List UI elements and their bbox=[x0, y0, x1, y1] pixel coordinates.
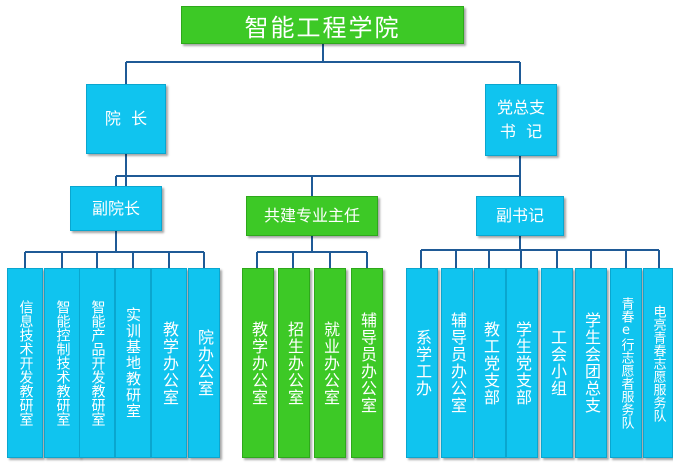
vice-dean-label: 副院长 bbox=[91, 198, 140, 218]
unit-union-group: 工会小组 bbox=[541, 268, 573, 458]
party-secretary-label-line2: 书 记 bbox=[499, 122, 543, 141]
unit-label: 招生办公室 bbox=[285, 320, 304, 406]
unit-info-tech-research: 信息技术开发教研室 bbox=[7, 268, 43, 458]
vice-dean-box: 副院长 bbox=[70, 186, 162, 231]
unit-admissions-office: 招生办公室 bbox=[278, 268, 310, 458]
unit-label: 辅导员办公室 bbox=[448, 312, 467, 414]
unit-label: 教学办公室 bbox=[160, 320, 179, 406]
college-title: 智能工程学院 bbox=[181, 6, 464, 44]
unit-label: 辅导员办公室 bbox=[358, 312, 377, 414]
co-director-box: 共建专业主任 bbox=[246, 196, 378, 236]
college-title-text: 智能工程学院 bbox=[244, 13, 401, 42]
unit-teaching-office: 教学办公室 bbox=[151, 268, 187, 458]
unit-label: 实训基地教研室 bbox=[124, 307, 142, 419]
unit-student-affairs-office: 系学工办 bbox=[406, 268, 438, 458]
unit-employment-office: 就业办公室 bbox=[314, 268, 346, 458]
unit-label: 院办公室 bbox=[195, 329, 214, 397]
unit-teaching-office-joint: 教学办公室 bbox=[242, 268, 274, 458]
party-secretary-label-line1: 党总支 bbox=[496, 98, 545, 117]
unit-label: 学生党支部 bbox=[513, 320, 532, 406]
unit-label: 工会小组 bbox=[548, 329, 567, 397]
unit-college-office: 院办公室 bbox=[188, 268, 220, 458]
unit-training-base-research: 实训基地教研室 bbox=[115, 268, 151, 458]
unit-student-union-league: 学生会团总支 bbox=[575, 268, 607, 458]
unit-counselor-office-joint: 辅导员办公室 bbox=[351, 268, 383, 458]
party-secretary-box: 党总支 书 记 bbox=[485, 84, 557, 156]
deputy-secretary-label: 副书记 bbox=[495, 206, 544, 225]
co-director-label: 共建专业主任 bbox=[263, 206, 360, 225]
dean-box: 院 长 bbox=[86, 84, 166, 154]
unit-student-party-branch: 学生党支部 bbox=[506, 268, 538, 458]
unit-label: 智能控制技术教研室 bbox=[54, 300, 71, 426]
unit-label: 信息技术开发教研室 bbox=[17, 300, 34, 426]
unit-smart-product-research: 智能产品开发教研室 bbox=[79, 268, 115, 458]
unit-label: 就业办公室 bbox=[321, 320, 340, 406]
unit-intelligent-control-research: 智能控制技术教研室 bbox=[44, 268, 80, 458]
unit-bright-youth-volunteer-team: 电亮青春志愿服务队 bbox=[643, 268, 673, 458]
dean-label: 院 长 bbox=[104, 109, 148, 128]
unit-label: 系学工办 bbox=[413, 329, 432, 397]
unit-label: 智能产品开发教研室 bbox=[89, 300, 106, 426]
unit-youth-e-volunteer-team: 青春e行志愿者服务队 bbox=[610, 268, 642, 458]
unit-label: 学生会团总支 bbox=[582, 312, 601, 414]
deputy-secretary-box: 副书记 bbox=[476, 196, 564, 236]
unit-label: 教学办公室 bbox=[249, 320, 268, 406]
unit-label: 青春e行志愿者服务队 bbox=[618, 297, 634, 429]
unit-label: 电亮青春志愿服务队 bbox=[650, 304, 666, 422]
unit-counselor-office: 辅导员办公室 bbox=[441, 268, 473, 458]
unit-label: 教工党支部 bbox=[481, 320, 500, 406]
unit-faculty-party-branch: 教工党支部 bbox=[474, 268, 506, 458]
